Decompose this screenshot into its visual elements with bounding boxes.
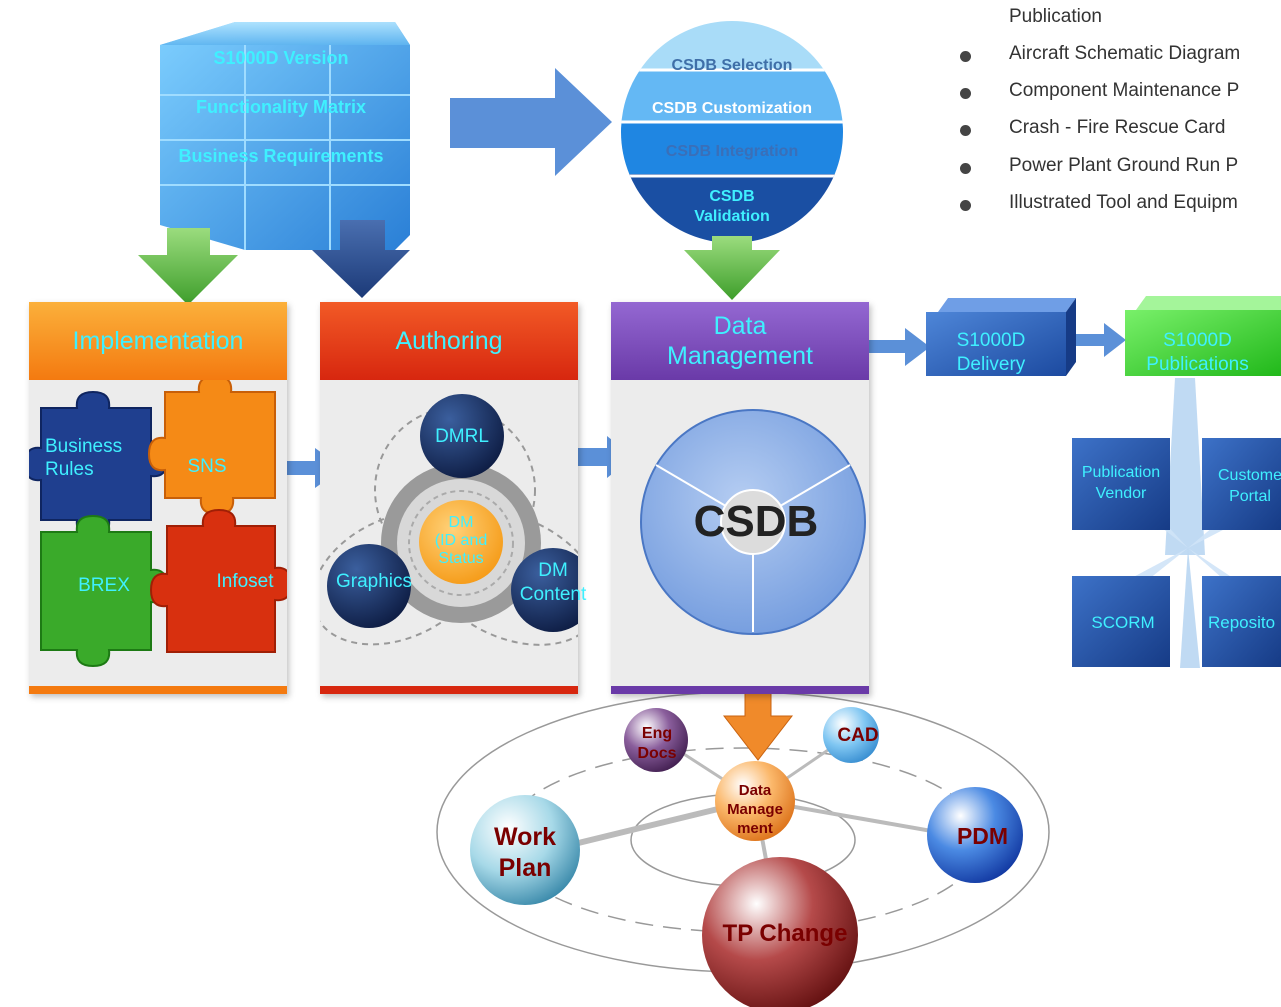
cad-label: CAD bbox=[837, 725, 879, 746]
sphere-label-validation-1: CSDB bbox=[709, 188, 755, 205]
customer-portal-label: Custome Portal bbox=[1217, 467, 1281, 505]
cad-ball bbox=[823, 707, 879, 763]
blue-right-arrow-top bbox=[450, 68, 612, 176]
piece-label-infoset: Infoset bbox=[216, 571, 274, 592]
dm-id-status-label: DM (ID and Status bbox=[434, 514, 488, 567]
sphere-label-selection: CSDB Selection bbox=[671, 57, 793, 74]
sphere-label-validation-2: Validation bbox=[694, 208, 770, 225]
panel-footer bbox=[611, 686, 869, 694]
csdb-label: CSDB bbox=[693, 497, 819, 546]
repository-label: Reposito bbox=[1208, 613, 1276, 632]
tile-repository bbox=[1202, 576, 1281, 667]
graphics-label: Graphics bbox=[335, 571, 413, 592]
authoring-panel: Authoring DMRL DM (ID and Status Graphic… bbox=[320, 302, 586, 694]
dm-id-status-ball bbox=[419, 500, 503, 584]
tile-publication-vendor bbox=[1072, 438, 1170, 530]
tile-scorm bbox=[1072, 576, 1170, 667]
dm-content-ball bbox=[511, 548, 578, 632]
bullet-icon bbox=[960, 88, 971, 99]
tile-customer-portal bbox=[1202, 438, 1281, 530]
publication-vendor-label: Publication Vendor bbox=[1081, 464, 1161, 502]
bullet-icon bbox=[960, 125, 971, 136]
sphere-label-integration: CSDB Integration bbox=[665, 143, 799, 160]
bullet-icon bbox=[960, 163, 971, 174]
tp-change-label: TP Change bbox=[722, 920, 848, 947]
publications-label: S1000D Publications bbox=[1146, 330, 1249, 375]
panel-title: Implementation bbox=[29, 302, 287, 380]
cube-label-requirements: Business Requirements bbox=[178, 146, 384, 166]
dm-content-label: DM Content bbox=[519, 560, 587, 605]
puzzle-piece-sns bbox=[147, 380, 276, 516]
data-management-ball bbox=[715, 761, 795, 841]
work-plan-label: Work Plan bbox=[493, 823, 557, 882]
sphere-label-customization: CSDB Customization bbox=[652, 100, 812, 117]
tp-change-ball bbox=[702, 857, 858, 1007]
implementation-panel: Implementation Business Rules SNS BREX I… bbox=[29, 302, 287, 694]
data-management-panel: Data Management CSDB bbox=[611, 302, 869, 694]
puzzle-pieces bbox=[29, 380, 287, 668]
panel-title: Data Management bbox=[611, 302, 869, 380]
dmrl-label: DMRL bbox=[435, 426, 489, 447]
delivery-box bbox=[926, 298, 1076, 376]
puzzle-piece-business-rules bbox=[29, 390, 169, 538]
data-management-center-label: Data Manage ment bbox=[727, 782, 783, 837]
eng-docs-label: Eng Docs bbox=[637, 725, 677, 762]
cube-label-functionality: Functionality Matrix bbox=[195, 97, 366, 117]
pdm-ball bbox=[927, 787, 1023, 883]
navy-down-arrow bbox=[312, 220, 410, 298]
publications-box bbox=[1125, 296, 1281, 376]
requirements-cube bbox=[160, 22, 410, 250]
piece-label-brex: BREX bbox=[78, 575, 130, 596]
panel-footer bbox=[29, 686, 287, 694]
piece-label-business-rules: Business Rules bbox=[45, 436, 123, 480]
list-heading-fragment: Publication bbox=[1009, 6, 1102, 27]
eng-docs-ball bbox=[624, 708, 688, 772]
piece-label-sns: SNS bbox=[187, 456, 227, 477]
dmrl-ball bbox=[420, 394, 504, 478]
bullet-icon bbox=[960, 200, 971, 211]
graphics-ball bbox=[327, 544, 411, 628]
pdm-label: PDM bbox=[956, 823, 1009, 849]
panel-footer bbox=[320, 686, 578, 694]
arrow-delivery-to-publications bbox=[1076, 323, 1126, 357]
work-plan-ball bbox=[470, 795, 580, 905]
arrow-dm-to-delivery bbox=[866, 328, 930, 366]
csdb-disc bbox=[640, 409, 866, 635]
scorm-label: SCORM bbox=[1091, 613, 1155, 632]
delivery-label: S1000D Delivery bbox=[956, 330, 1026, 375]
green-down-arrow-1 bbox=[138, 228, 238, 305]
cube-label-version: S1000D Version bbox=[213, 48, 349, 68]
panel-title: Authoring bbox=[320, 302, 578, 380]
green-down-arrow-2 bbox=[684, 236, 780, 300]
authoring-venn bbox=[320, 394, 578, 646]
bullet-icon bbox=[960, 51, 971, 62]
puzzle-piece-infoset bbox=[149, 508, 287, 653]
